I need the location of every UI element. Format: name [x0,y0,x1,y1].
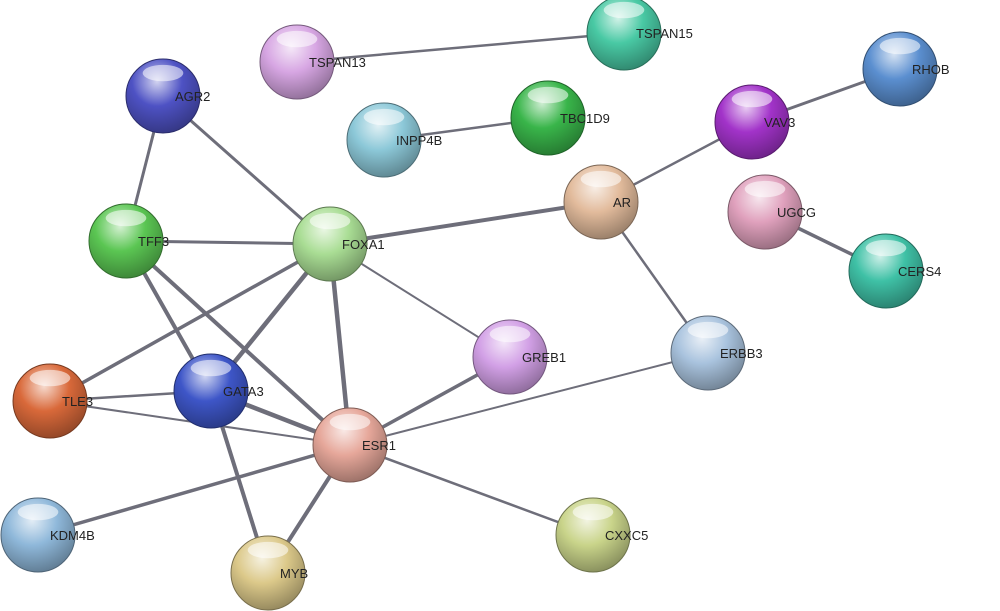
node-label: TBC1D9 [560,111,610,126]
node-highlight [276,30,318,48]
node-agr2[interactable]: AGR2 [125,58,210,134]
node-cxxc5[interactable]: CXXC5 [555,497,648,573]
node-highlight [489,325,531,343]
node-label: GATA3 [223,384,264,399]
node-label: TFF3 [138,234,169,249]
node-sphere [312,407,388,483]
node-label: AGR2 [175,89,210,104]
node-highlight [744,180,786,198]
node-label: FOXA1 [342,237,385,252]
node-sphere [563,164,639,240]
node-inpp4b[interactable]: INPP4B [346,102,442,178]
node-sphere [230,535,306,611]
node-label: INPP4B [396,133,442,148]
node-highlight [29,369,71,387]
node-highlight [363,108,405,126]
node-sphere [714,84,790,160]
node-tff3[interactable]: TFF3 [88,203,169,279]
node-sphere [346,102,422,178]
edge-tff3-esr1 [124,239,352,447]
node-label: VAV3 [764,115,795,130]
node-highlight [572,503,614,521]
node-label: ERBB3 [720,346,763,361]
edge-tspan13-tspan15 [295,31,626,64]
node-highlight [329,413,371,431]
node-greb1[interactable]: GREB1 [472,319,566,395]
node-label: MYB [280,566,308,581]
node-label: TLE3 [62,394,93,409]
node-sphere [670,315,746,391]
node-tle3[interactable]: TLE3 [12,363,93,439]
node-ugcg[interactable]: UGCG [727,174,816,250]
node-sphere [555,497,631,573]
node-sphere [173,353,249,429]
node-label: TSPAN13 [309,55,366,70]
node-highlight [142,64,184,82]
node-sphere [510,80,586,156]
node-gata3[interactable]: GATA3 [173,353,264,429]
node-label: AR [613,195,631,210]
node-label: UGCG [777,205,816,220]
node-sphere [259,24,335,100]
node-ar[interactable]: AR [563,164,639,240]
node-highlight [190,359,232,377]
node-highlight [731,90,773,108]
node-label: ESR1 [362,438,396,453]
node-sphere [292,206,368,282]
node-highlight [247,541,289,559]
edge-esr1-kdm4b [36,443,352,537]
edge-erbb3-esr1 [349,352,709,446]
node-highlight [865,239,907,257]
node-sphere [125,58,201,134]
node-kdm4b[interactable]: KDM4B [0,497,95,573]
edge-foxa1-tle3 [48,242,332,403]
node-sphere [586,0,662,71]
node-label: RHOB [912,62,950,77]
node-highlight [687,321,729,339]
node-label: KDM4B [50,528,95,543]
node-label: CXXC5 [605,528,648,543]
node-foxa1[interactable]: FOXA1 [292,206,385,282]
node-rhob[interactable]: RHOB [862,31,950,107]
node-highlight [527,86,569,104]
node-tspan15[interactable]: TSPAN15 [586,0,693,71]
node-label: TSPAN15 [636,26,693,41]
node-cers4[interactable]: CERS4 [848,233,941,309]
node-highlight [309,212,351,230]
node-highlight [17,503,59,521]
node-highlight [603,1,645,19]
node-erbb3[interactable]: ERBB3 [670,315,763,391]
node-sphere [862,31,938,107]
node-sphere [727,174,803,250]
node-sphere [472,319,548,395]
node-vav3[interactable]: VAV3 [714,84,795,160]
node-sphere [88,203,164,279]
node-sphere [12,363,88,439]
node-tbc1d9[interactable]: TBC1D9 [510,80,610,156]
node-highlight [580,170,622,188]
node-sphere [848,233,924,309]
edge-foxa1-ar [328,200,603,246]
node-label: GREB1 [522,350,566,365]
node-highlight [105,209,147,227]
node-esr1[interactable]: ESR1 [312,407,396,483]
node-tspan13[interactable]: TSPAN13 [259,24,366,100]
node-myb[interactable]: MYB [230,535,308,611]
node-sphere [0,497,76,573]
node-highlight [879,37,921,55]
node-label: CERS4 [898,264,941,279]
edge-esr1-cxxc5 [348,443,595,537]
